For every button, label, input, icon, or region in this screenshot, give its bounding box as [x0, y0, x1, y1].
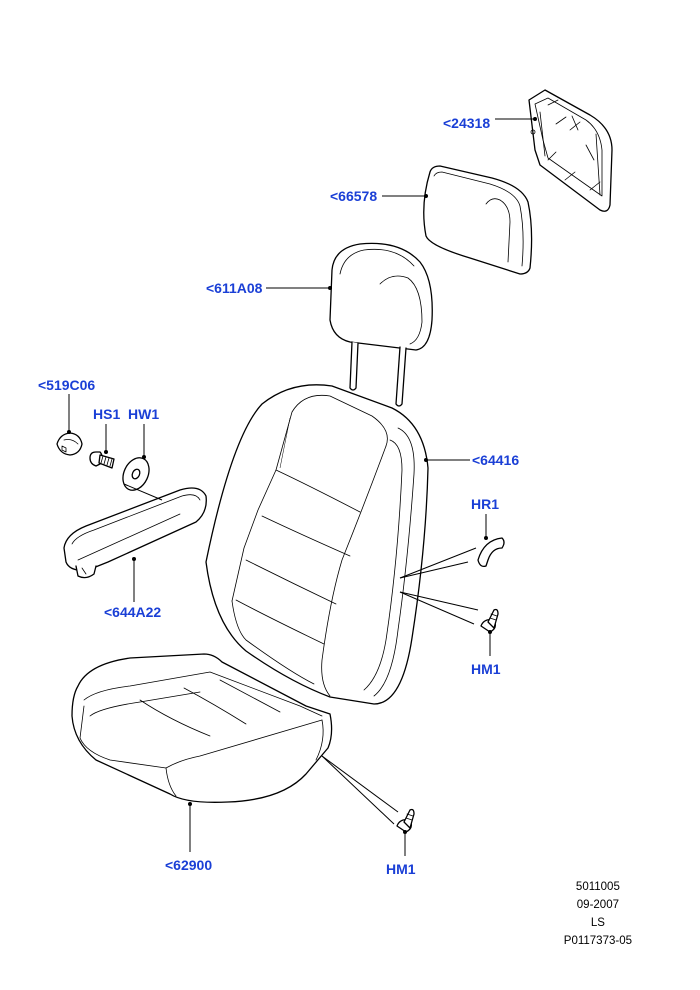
metadata-line-3: LS	[590, 917, 605, 929]
callout-64416[interactable]: <64416	[472, 452, 520, 468]
push-pin-right-part	[480, 608, 499, 633]
metadata-line-1: 5011005	[575, 881, 620, 893]
callout-24318[interactable]: <24318	[443, 115, 491, 131]
callout-644a22[interactable]: <644A22	[104, 604, 162, 620]
push-pin-bottom-part	[396, 808, 415, 833]
callout-519c06[interactable]: <519C06	[38, 377, 96, 393]
callout-62900[interactable]: <62900	[165, 857, 213, 873]
callout-hs1[interactable]: HS1	[93, 406, 121, 422]
drawing-metadata: 5011005 09-2007 LS P0117373-05	[564, 878, 632, 950]
armrest-part	[63, 487, 207, 579]
metadata-line-2: 09-2007	[576, 899, 619, 911]
callout-66578[interactable]: <66578	[330, 188, 378, 204]
callout-hm1-right[interactable]: HM1	[471, 661, 501, 677]
callout-hr1[interactable]: HR1	[471, 496, 500, 512]
seat-cushion-part	[71, 653, 333, 803]
metadata-line-4: P0117373-05	[563, 935, 632, 947]
trim-cap-part	[56, 432, 83, 456]
washer-part	[122, 457, 150, 491]
front-headrest-part	[329, 242, 433, 407]
callout-hw1[interactable]: HW1	[128, 406, 160, 422]
callout-611a08[interactable]: <611A08	[206, 280, 263, 296]
retaining-clip-part	[477, 537, 505, 568]
screw-part	[89, 451, 115, 469]
rear-headrest-part	[423, 165, 533, 275]
callout-hm1-bottom[interactable]: HM1	[386, 861, 416, 877]
back-panel-part	[528, 89, 613, 212]
leader-lines	[67, 117, 537, 856]
seat-back-part	[205, 384, 429, 705]
